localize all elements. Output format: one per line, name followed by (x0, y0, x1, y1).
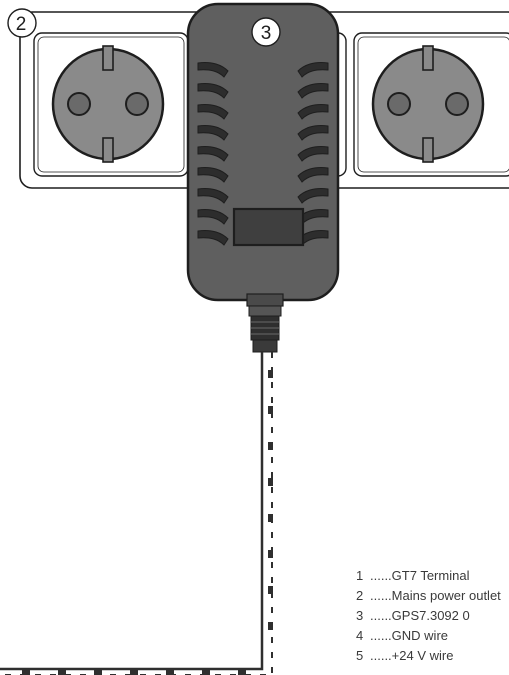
socket-left-pin-hole (67, 92, 91, 116)
legend-text: ......GPS7.3092 0 (370, 608, 470, 623)
legend-text: ......GT7 Terminal (370, 568, 470, 583)
legend-text: ......Mains power outlet (370, 588, 501, 603)
legend-item: 5 ......+24 V wire (356, 646, 509, 666)
socket-right-pin-hole (445, 92, 469, 116)
socket-right (353, 32, 509, 177)
legend: 1 ......GT7 Terminal 2 ......Mains power o… (356, 566, 509, 666)
callout-3-label: 3 (261, 23, 272, 44)
power-supply-adapter: 3 (186, 2, 340, 302)
legend-item: 3 ......GPS7.3092 0 (356, 606, 509, 626)
callout-2-label: 2 (16, 14, 27, 35)
legend-number: 3 (356, 608, 364, 623)
legend-number: 1 (356, 568, 364, 583)
adapter-vents-right (297, 62, 329, 246)
legend-number: 4 (356, 628, 364, 643)
legend-item: 2 ......Mains power outlet (356, 586, 509, 606)
gnd-wire (0, 352, 264, 671)
socket-left (33, 32, 189, 177)
legend-item: 1 ......GT7 Terminal (356, 566, 509, 586)
callout-2: 2 (7, 8, 37, 38)
wire-stripe-marks (22, 370, 273, 675)
socket-left-pin-hole (125, 92, 149, 116)
adapter-vents-left (197, 62, 229, 246)
cable-strain-relief (246, 293, 284, 353)
legend-text: ......GND wire (370, 628, 449, 643)
adapter-label-window (232, 207, 305, 247)
callout-3: 3 (251, 17, 281, 47)
legend-number: 5 (356, 648, 364, 663)
socket-right-pin-hole (387, 92, 411, 116)
legend-item: 4 ......GND wire (356, 626, 509, 646)
legend-number: 2 (356, 588, 364, 603)
legend-text: ......+24 V wire (370, 648, 454, 663)
output-cable (0, 352, 273, 675)
